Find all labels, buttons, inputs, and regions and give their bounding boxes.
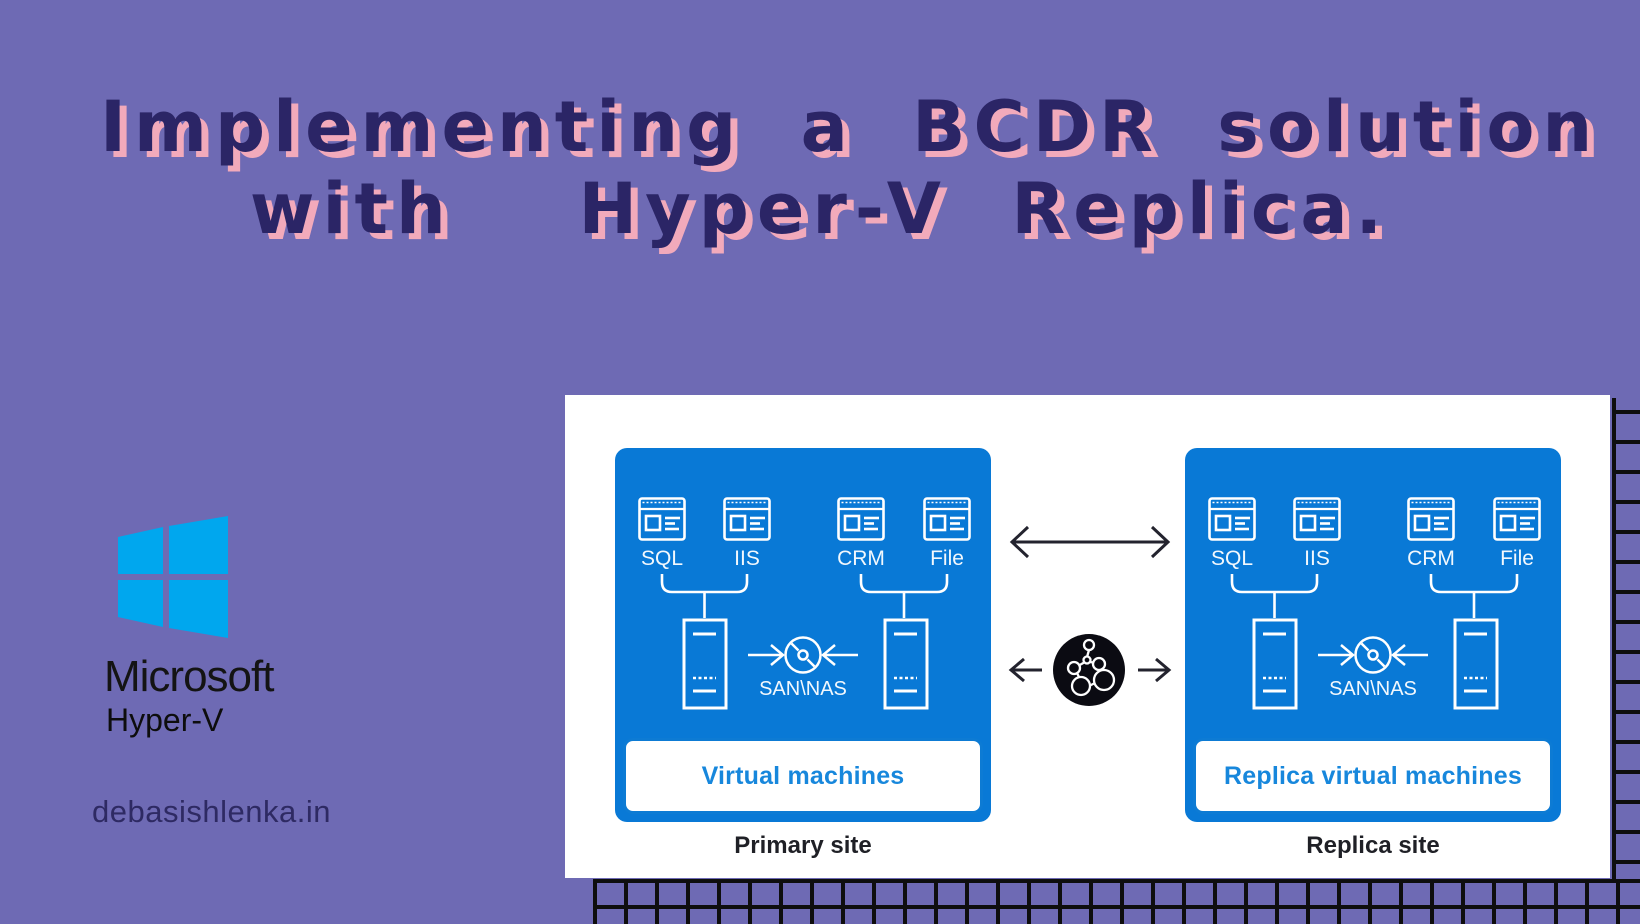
app-window-icon bbox=[1493, 497, 1541, 541]
san-disc-icon bbox=[1318, 636, 1428, 674]
title-line-2: with Hyper-V Replica. bbox=[249, 168, 1391, 250]
app-window-icon bbox=[1293, 497, 1341, 541]
app-label: CRM bbox=[1407, 547, 1455, 570]
replica-site-label: Replica site bbox=[1306, 832, 1440, 859]
title-line-1: Implementing a BCDR solution bbox=[100, 86, 1601, 168]
san-disc-icon bbox=[748, 636, 858, 674]
storage-label: SAN\NAS bbox=[759, 678, 847, 700]
app-window-icon bbox=[923, 497, 971, 541]
app-window-icon bbox=[1208, 497, 1256, 541]
grid-pattern-right bbox=[1612, 398, 1640, 879]
windows-flag-icon bbox=[118, 516, 228, 638]
app-label: IIS bbox=[1304, 547, 1330, 570]
server-tower-icon bbox=[1453, 618, 1499, 710]
server-tower-icon bbox=[1252, 618, 1298, 710]
app-label: File bbox=[1500, 547, 1534, 570]
app-label: SQL bbox=[641, 547, 683, 570]
vm-band: Virtual machines bbox=[623, 738, 983, 814]
replication-connector bbox=[1008, 525, 1172, 706]
storage-label: SAN\NAS bbox=[1329, 678, 1417, 700]
vm-band: Replica virtual machines bbox=[1193, 738, 1553, 814]
vm-band-label: Replica virtual machines bbox=[1224, 761, 1522, 790]
app-label: File bbox=[930, 547, 964, 570]
primary-site-box: SQL IIS CRM File SAN\N bbox=[615, 448, 991, 822]
app-window-icon bbox=[638, 497, 686, 541]
replication-network-icon bbox=[1053, 634, 1125, 706]
app-window-icon bbox=[1407, 497, 1455, 541]
grid-pattern-bottom bbox=[593, 879, 1640, 924]
brand-company-text: Microsoft bbox=[104, 652, 274, 701]
server-tower-icon bbox=[682, 618, 728, 710]
server-tower-icon bbox=[883, 618, 929, 710]
bracket-connector bbox=[660, 574, 949, 618]
app-window-icon bbox=[837, 497, 885, 541]
vm-band-label: Virtual machines bbox=[701, 761, 905, 790]
website-url: debasishlenka.in bbox=[92, 794, 331, 829]
replica-site-box: SQL IIS CRM File SAN\N bbox=[1185, 448, 1561, 822]
brand-product-text: Hyper-V bbox=[106, 702, 224, 738]
right-arrow-icon bbox=[1138, 657, 1172, 683]
bracket-connector bbox=[1230, 574, 1519, 618]
replica-site-art: SQL IIS CRM File SAN\N bbox=[1208, 497, 1541, 710]
app-label: SQL bbox=[1211, 547, 1253, 570]
primary-site-label: Primary site bbox=[734, 832, 872, 859]
page-title: Implementing a BCDR solution with Hyper-… bbox=[0, 92, 1640, 244]
app-label: IIS bbox=[734, 547, 760, 570]
app-label: CRM bbox=[837, 547, 885, 570]
hyperv-replica-diagram: SQL IIS CRM File SAN\N bbox=[565, 395, 1610, 878]
left-arrow-icon bbox=[1008, 657, 1042, 683]
double-arrow-icon bbox=[1009, 525, 1171, 559]
app-window-icon bbox=[723, 497, 771, 541]
primary-site-art: SQL IIS CRM File SAN\N bbox=[638, 497, 971, 710]
